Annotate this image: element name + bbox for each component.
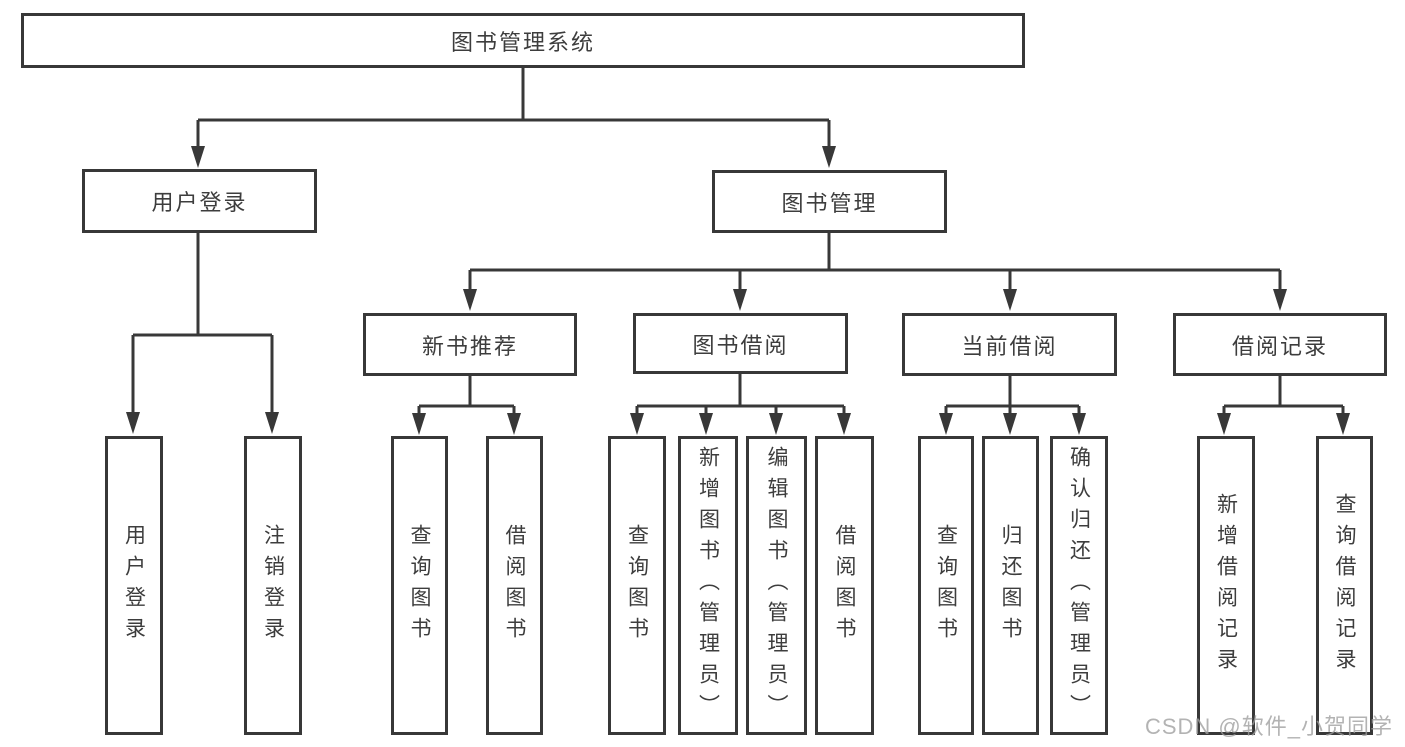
csdn-watermark: CSDN @软件_小贺同学 [1144, 714, 1393, 739]
leaf-label: 用户登录 [122, 523, 146, 648]
node-book-borrow: 图书借阅 [633, 313, 848, 374]
leaf-label: 新增图书（管理员） [696, 446, 720, 725]
leaf-label: 借阅图书 [833, 523, 856, 648]
leaf-query-books-borrow: 查询图书 [608, 436, 666, 735]
node-current-borrow: 当前借阅 [902, 313, 1117, 376]
leaf-label: 编辑图书（管理员） [765, 446, 788, 725]
leaf-query-borrow-record: 查询借阅记录 [1316, 436, 1373, 735]
leaf-label: 查询借阅记录 [1333, 492, 1356, 679]
leaf-borrow-books-recommend: 借阅图书 [486, 436, 543, 735]
leaf-label: 查询图书 [408, 523, 431, 648]
leaf-label: 新增借阅记录 [1214, 492, 1238, 679]
leaf-label: 注销登录 [261, 523, 285, 648]
node-borrow-records: 借阅记录 [1173, 313, 1387, 376]
leaf-borrow-books: 借阅图书 [815, 436, 874, 735]
leaf-edit-book-admin: 编辑图书（管理员） [746, 436, 807, 735]
leaf-return-book: 归还图书 [982, 436, 1039, 735]
leaf-confirm-return-admin: 确认归还（管理员） [1050, 436, 1108, 735]
leaf-label: 借阅图书 [503, 523, 526, 648]
leaf-add-borrow-record: 新增借阅记录 [1197, 436, 1255, 735]
leaf-query-books-recommend: 查询图书 [391, 436, 448, 735]
leaf-label: 查询图书 [934, 523, 958, 648]
leaf-label: 查询图书 [625, 523, 649, 648]
leaf-logout: 注销登录 [244, 436, 302, 735]
leaf-label: 确认归还（管理员） [1067, 446, 1091, 725]
node-root: 图书管理系统 [21, 13, 1025, 68]
node-book-management: 图书管理 [712, 170, 947, 233]
node-new-book-recommend: 新书推荐 [363, 313, 577, 376]
leaf-user-login: 用户登录 [105, 436, 163, 735]
arrowhead-icons [126, 146, 1350, 435]
node-user-login: 用户登录 [82, 169, 317, 233]
leaf-add-book-admin: 新增图书（管理员） [678, 436, 738, 735]
leaf-label: 归还图书 [999, 523, 1022, 648]
leaf-query-books-current: 查询图书 [918, 436, 974, 735]
